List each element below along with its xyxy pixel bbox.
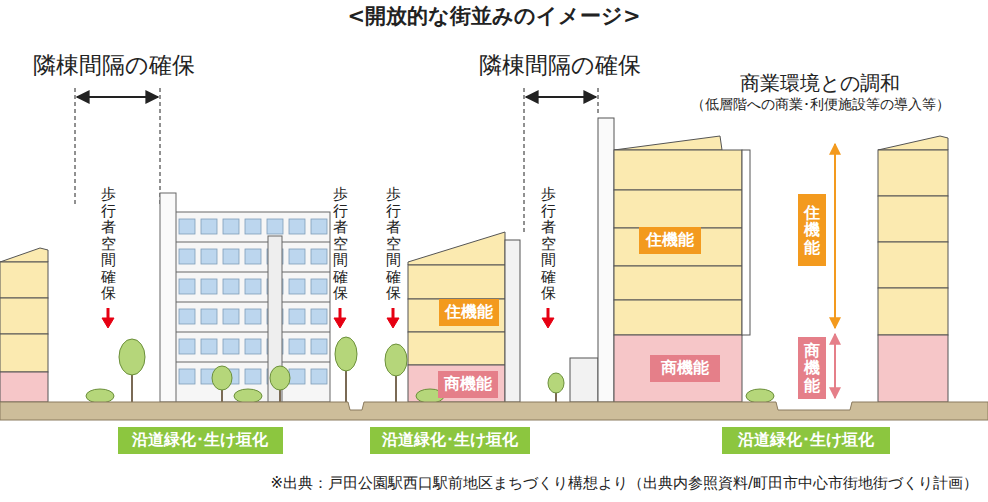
range-arrow (834, 144, 836, 328)
range-arrow (834, 334, 836, 398)
pedestrian-arrow (334, 318, 346, 328)
housing-function-box: 住機能 (639, 227, 701, 254)
building (570, 358, 598, 402)
pedestrian-arrow (102, 318, 114, 328)
apartment-building (175, 332, 330, 333)
building (408, 299, 505, 332)
building (0, 248, 48, 402)
building (408, 332, 505, 365)
spacing-bracket (598, 88, 599, 115)
apartment-building (160, 193, 330, 402)
node-text: 住機能 (804, 204, 820, 257)
apartment-building (160, 193, 176, 402)
pedestrian-arrow (387, 318, 399, 328)
node-text: 商機能 (804, 342, 820, 395)
node-text: 住機能 (646, 230, 694, 251)
building (0, 334, 48, 372)
apartment-building (175, 302, 330, 303)
building (878, 196, 948, 242)
building (614, 228, 742, 266)
node-text: 商機能 (661, 358, 709, 379)
street-tree (395, 375, 397, 402)
apartment-building (176, 212, 330, 392)
building (878, 335, 948, 402)
pedestrian-arrow (542, 318, 554, 328)
node-text: 商機能 (444, 374, 492, 395)
node-text: 沿道緑化･生け垣化 (132, 430, 268, 451)
building (878, 288, 948, 335)
spacing-label: 隣棟間隔の確保 (479, 50, 641, 81)
building (0, 248, 48, 262)
street-tree (234, 389, 262, 403)
commercial-function-box: 商機能 (650, 355, 720, 382)
apartment-building (175, 272, 330, 273)
street-tree (270, 366, 290, 390)
street-tree (119, 339, 145, 375)
pedestrian-label: 歩行者空間確保 (101, 186, 116, 302)
apartment-building (175, 242, 330, 243)
spacing-bracket (75, 88, 76, 205)
building (0, 262, 48, 298)
range-arrow (834, 144, 836, 398)
building (878, 136, 948, 402)
node-text: 沿道緑化･生け垣化 (382, 430, 518, 451)
building (0, 372, 48, 402)
ground (0, 402, 988, 420)
spacing-label: 隣棟間隔の確保 (33, 50, 195, 81)
housing-function-box: 住機能 (439, 299, 499, 326)
street-tree (548, 373, 564, 393)
spacing-bracket (160, 88, 161, 205)
apartment-building (175, 362, 330, 363)
street-tree (86, 337, 774, 403)
spacing-bracket (524, 88, 525, 235)
commercial-range-box: 商機能 (798, 337, 826, 399)
building (408, 232, 520, 402)
spacing-bracket (526, 96, 596, 98)
building (878, 242, 948, 288)
greening-band: 沿道緑化･生け垣化 (370, 427, 530, 454)
ground (0, 402, 988, 420)
building (614, 190, 742, 228)
street-tree (212, 366, 232, 390)
building (614, 136, 722, 150)
building (598, 118, 614, 402)
harmony-note: （低層階への商業･利便施設等の導入等） (691, 96, 950, 114)
building (408, 265, 505, 299)
node-text: 沿道緑化･生け垣化 (738, 430, 874, 451)
greening-band: 沿道緑化･生け垣化 (722, 427, 890, 454)
source-caption: ※出典：戸田公園駅西口駅前地区まちづくり構想より（出典内参照資料/町田市中心市街… (270, 474, 978, 493)
building (614, 335, 742, 402)
building (0, 298, 48, 334)
commercial-function-box: 商機能 (438, 371, 498, 398)
housing-range-box: 住機能 (798, 194, 826, 266)
street-tree (335, 337, 357, 371)
street-tree (345, 370, 347, 402)
building (408, 365, 505, 402)
building (614, 266, 742, 300)
apartment-building (175, 212, 330, 402)
pedestrian-label: 歩行者空間確保 (333, 186, 348, 302)
building (570, 118, 750, 402)
node-text: 住機能 (445, 302, 493, 323)
greening-band: 沿道緑化･生け垣化 (118, 427, 283, 454)
building (408, 232, 505, 265)
building (878, 150, 948, 196)
pedestrian-label: 歩行者空間確保 (541, 186, 556, 302)
building (614, 150, 742, 190)
spacing-bracket (77, 96, 158, 98)
building (505, 240, 520, 402)
diagram-title: <開放的な街並みのイメージ> (0, 2, 988, 30)
building (742, 150, 750, 335)
pedestrian-label: 歩行者空間確保 (386, 186, 401, 302)
street-tree (746, 389, 774, 403)
harmony-label: 商業環境との調和 (740, 70, 900, 97)
building (614, 300, 742, 335)
street-tree (86, 389, 114, 403)
street-tree (385, 344, 407, 376)
building (878, 136, 948, 150)
